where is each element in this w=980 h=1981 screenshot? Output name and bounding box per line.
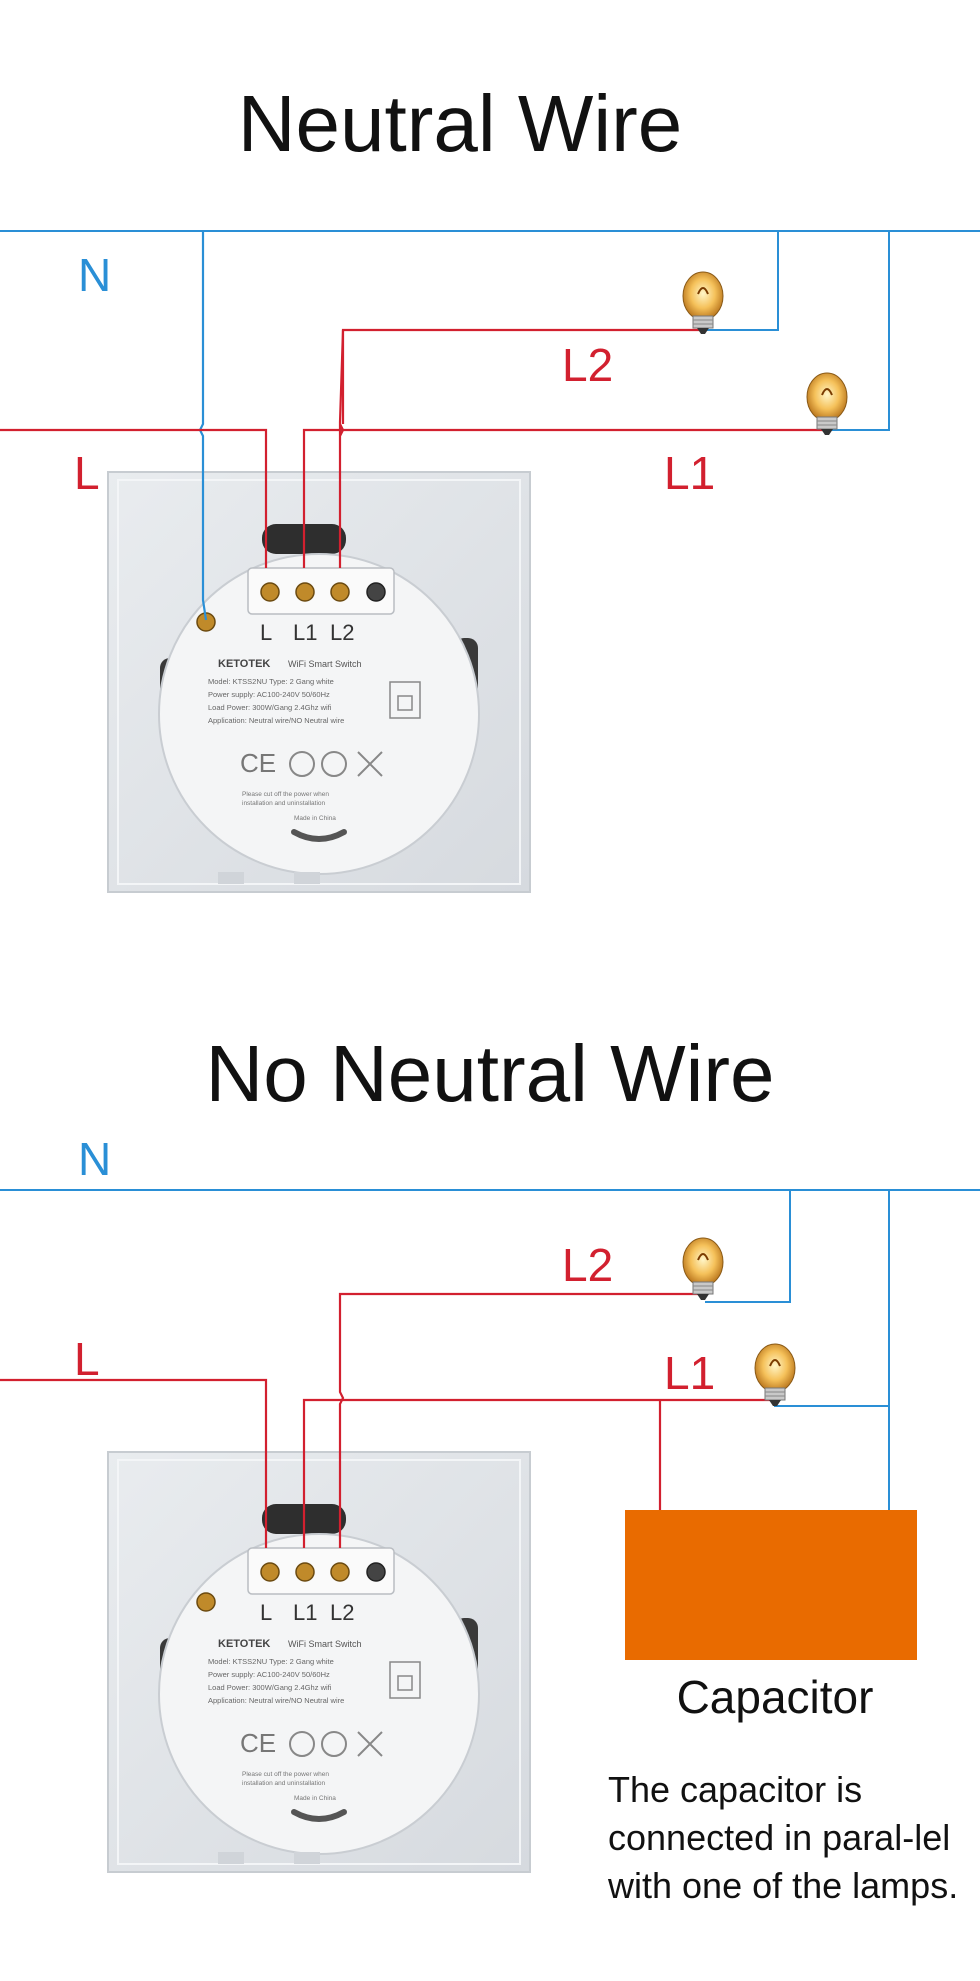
top-terminal-l: L [260,620,273,645]
capacitor-box [625,1510,917,1660]
top-lamp-l2 [682,271,724,335]
capacitor-label: Capacitor [676,1671,874,1723]
bottom-terminal-l1: L1 [293,1600,318,1625]
bottom-n-label: N [78,1133,112,1185]
top-lamp-l1 [806,372,848,436]
bottom-live-in [0,1378,268,1548]
bottom-l1-wire [302,1398,774,1548]
bottom-lamp-l1 [754,1343,796,1407]
bottom-l-label: L [74,1333,100,1385]
bottom-l2-label: L2 [562,1239,614,1291]
top-neutral-to-l1-lamp [830,231,890,431]
top-neutral-to-switch [198,231,208,621]
bottom-l1-label: L1 [664,1347,716,1399]
top-live-in [0,428,268,568]
capacitor-note: The capacitor is connected in paral-lel … [608,1769,959,1906]
top-l1-label: L1 [664,447,716,499]
bottom-diagram [0,1189,980,1872]
bottom-terminal-l: L [260,1600,273,1625]
bottom-lamp-l2 [682,1237,724,1301]
title-no-neutral-wire: No Neutral Wire [205,1029,775,1118]
bottom-terminal-l2: L2 [330,1600,355,1625]
top-l2-label: L2 [562,339,614,391]
top-terminal-l1: L1 [293,620,318,645]
top-terminal-l2: L2 [330,620,355,645]
top-l1-wire [302,428,830,568]
title-neutral-wire: Neutral Wire [237,79,683,168]
bottom-neutral-to-l2-lamp [705,1190,791,1303]
top-diagram [0,230,980,892]
top-l-label: L [74,447,100,499]
top-n-label: N [78,249,112,301]
bottom-l2-wire [338,1292,705,1548]
top-neutral-to-l2-lamp [705,231,779,331]
